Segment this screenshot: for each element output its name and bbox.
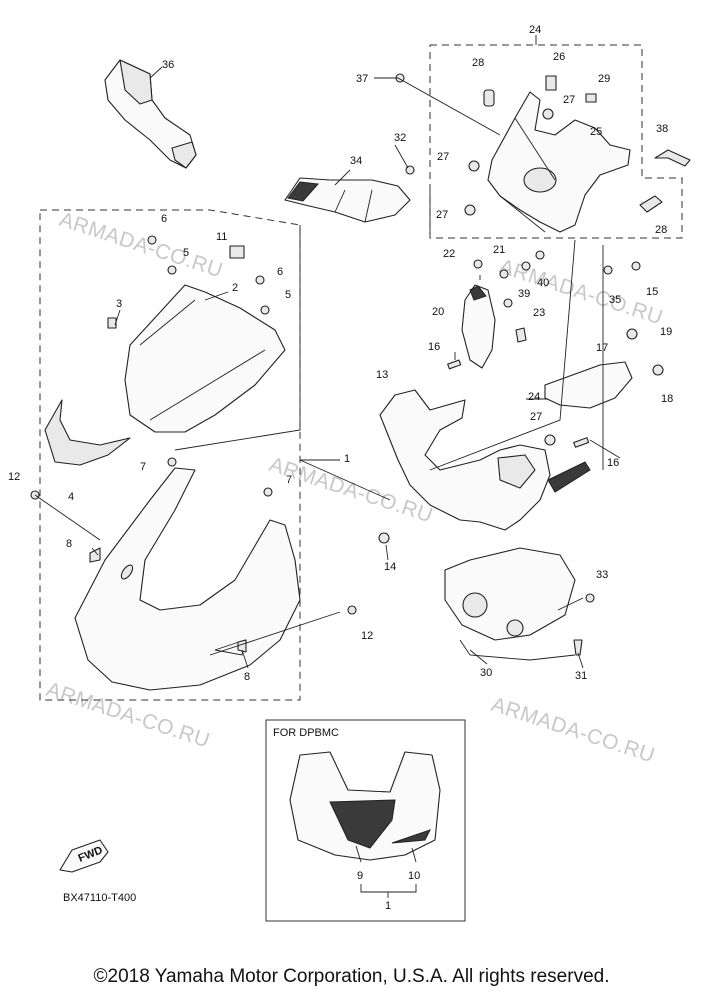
stay-group-box xyxy=(429,44,683,239)
callout-28-bottom: 28 xyxy=(655,224,667,236)
callout-10: 10 xyxy=(408,870,420,882)
callout-31: 31 xyxy=(575,670,587,682)
callout-15: 15 xyxy=(646,286,658,298)
diagram-code: BX47110-T400 xyxy=(63,892,136,904)
callout-23: 23 xyxy=(533,307,545,319)
callout-25: 25 xyxy=(590,126,602,138)
callout-34: 34 xyxy=(350,155,362,167)
watermark-5: ARMADA-CO.RU xyxy=(488,693,657,768)
callout-24-top: 24 xyxy=(529,24,541,36)
callout-27-b: 27 xyxy=(437,151,449,163)
callout-38: 38 xyxy=(656,123,668,135)
mirror-part xyxy=(104,59,197,169)
callout-8-right: 8 xyxy=(244,671,250,683)
fasteners xyxy=(30,73,691,656)
callout-40: 40 xyxy=(537,277,549,289)
callout-12-left: 12 xyxy=(8,471,20,483)
callout-27-c: 27 xyxy=(436,209,448,221)
callout-12-right: 12 xyxy=(361,630,373,642)
callout-8-left: 8 xyxy=(66,538,72,550)
fwd-badge: FWD xyxy=(59,839,109,873)
callout-20: 20 xyxy=(432,306,444,318)
callout-26: 26 xyxy=(553,51,565,63)
callout-19: 19 xyxy=(660,326,672,338)
duct-part xyxy=(544,361,633,409)
callout-9: 9 xyxy=(357,870,363,882)
callout-33: 33 xyxy=(596,569,608,581)
callout-35: 35 xyxy=(609,294,621,306)
dpbmc-variant-box xyxy=(265,719,466,922)
variant-cowl-part xyxy=(289,751,441,861)
callout-3: 3 xyxy=(116,298,122,310)
watermark-1: ARMADA-CO.RU xyxy=(56,208,225,283)
callout-2: 2 xyxy=(232,282,238,294)
callout-13: 13 xyxy=(376,369,388,381)
front-cowling-part xyxy=(74,467,301,691)
inner-cowl-part xyxy=(379,389,591,531)
stay-assembly-part xyxy=(487,91,631,233)
copyright-notice: ©2018 Yamaha Motor Corporation, U.S.A. A… xyxy=(93,966,610,987)
callout-32: 32 xyxy=(394,132,406,144)
callout-5-top: 5 xyxy=(183,247,189,259)
watermark-4: ARMADA-CO.RU xyxy=(43,678,212,753)
callout-21: 21 xyxy=(493,244,505,256)
callout-27-a: 27 xyxy=(563,94,575,106)
callout-27-mid: 27 xyxy=(530,411,542,423)
callout-labels: 36 34 37 32 24 28 26 29 27 25 38 27 27 2… xyxy=(8,24,673,912)
headlight-part xyxy=(444,547,576,661)
side-cover-part xyxy=(284,177,411,223)
callout-39: 39 xyxy=(518,288,530,300)
callout-24-mid: 24 xyxy=(528,391,540,403)
callout-16-left: 16 xyxy=(428,341,440,353)
trim-part xyxy=(44,399,131,466)
headlight-bracket-part xyxy=(461,284,496,369)
callout-16-right: 16 xyxy=(607,457,619,469)
windshield-part xyxy=(124,284,286,433)
callout-7-left: 7 xyxy=(140,461,146,473)
variant-label: FOR DPBMC xyxy=(273,727,339,739)
leader-lines xyxy=(34,35,621,898)
callout-4: 4 xyxy=(68,491,74,503)
callout-28-top: 28 xyxy=(472,57,484,69)
callout-1-variant: 1 xyxy=(385,900,391,912)
callout-14: 14 xyxy=(384,561,396,573)
callout-37: 37 xyxy=(356,73,368,85)
callout-17: 17 xyxy=(596,342,608,354)
cowling-group-box xyxy=(39,209,301,701)
callout-30: 30 xyxy=(480,667,492,679)
callout-1-main: 1 xyxy=(344,453,350,465)
callout-22: 22 xyxy=(443,248,455,260)
callout-7-right: 7 xyxy=(286,474,292,486)
callout-29: 29 xyxy=(598,73,610,85)
callout-5-right: 5 xyxy=(285,289,291,301)
callout-36: 36 xyxy=(162,59,174,71)
callout-6-top: 6 xyxy=(161,213,167,225)
callout-6-right: 6 xyxy=(277,266,283,278)
callout-18: 18 xyxy=(661,393,673,405)
callout-11: 11 xyxy=(216,231,227,243)
